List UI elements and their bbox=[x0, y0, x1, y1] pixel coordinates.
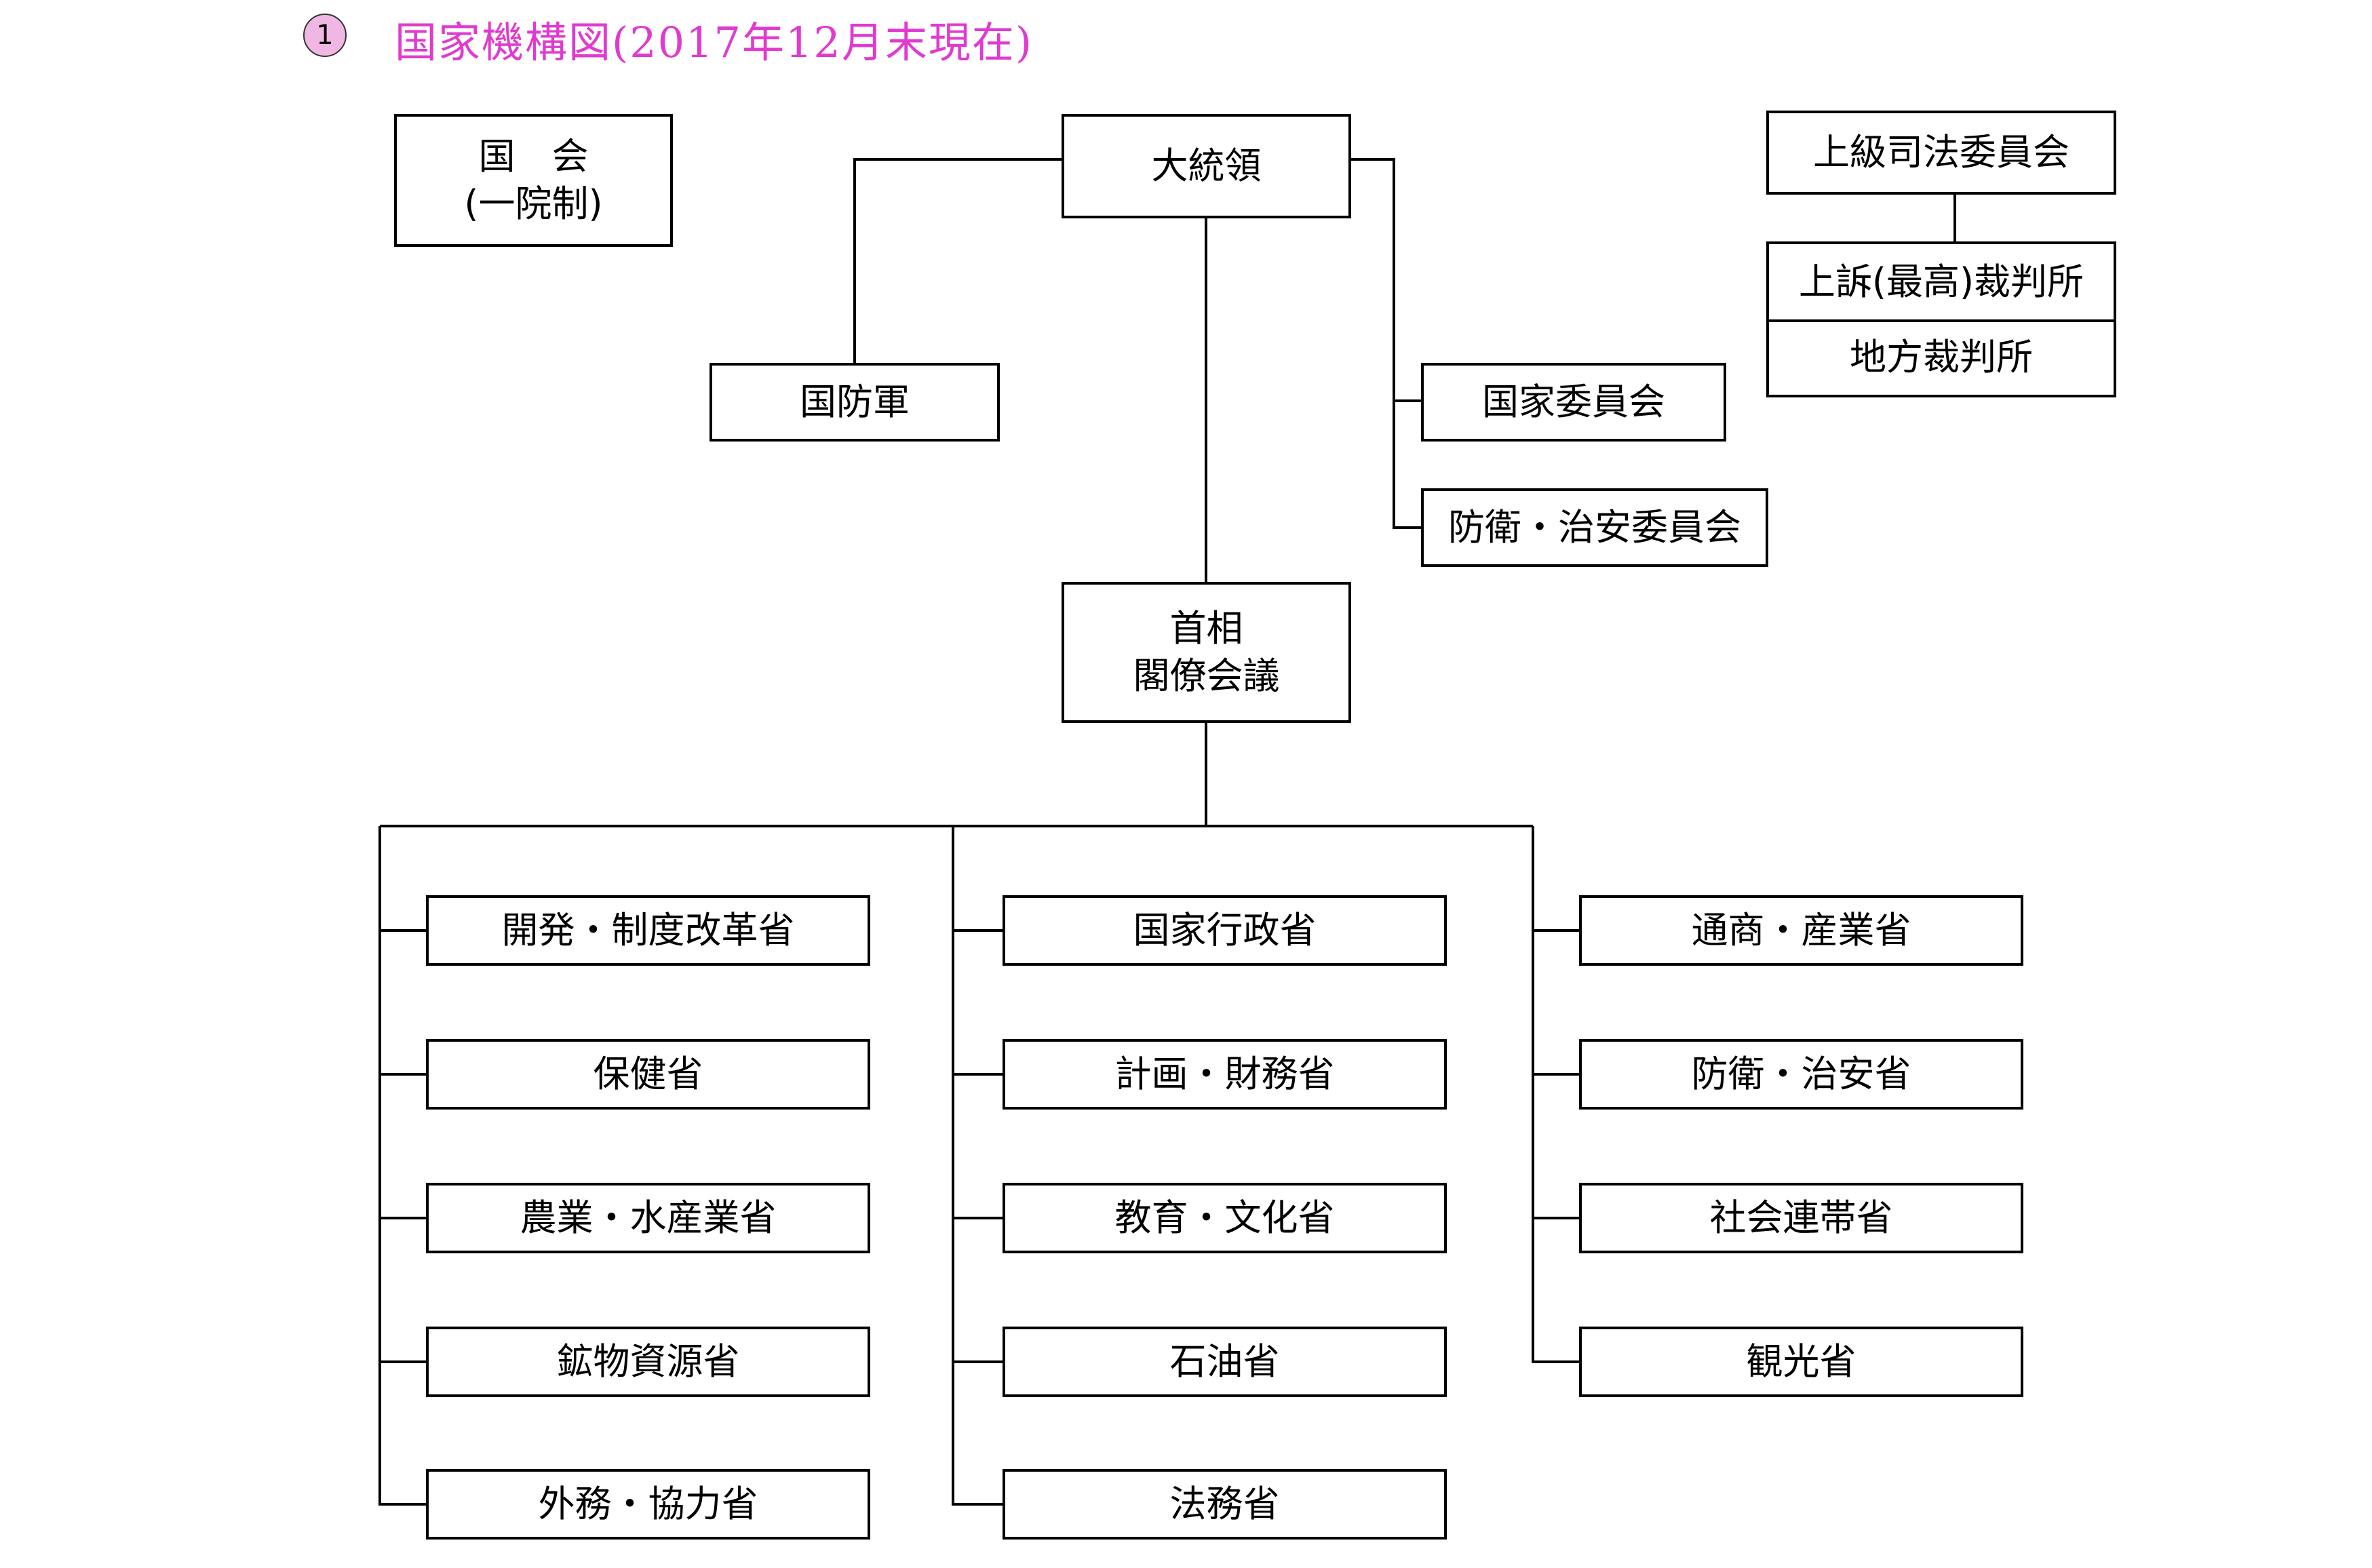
connector-left-column bbox=[378, 826, 426, 1506]
supreme-court-label: 上訴(最高)裁判所 bbox=[1798, 260, 2084, 303]
ministry-box: 鉱物資源省 bbox=[426, 1327, 870, 1397]
courts-box: 上訴(最高)裁判所 地方裁判所 bbox=[1766, 241, 2116, 397]
prime-minister-label: 首相 bbox=[1169, 607, 1243, 650]
army-box: 国防軍 bbox=[709, 363, 1000, 442]
ministry-box: 観光省 bbox=[1579, 1327, 2023, 1397]
page-title: 国家機構図(2017年12月末現在) bbox=[395, 18, 1034, 67]
cabinet-box: 首相 閣僚会議 bbox=[1062, 582, 1351, 723]
connector-president-army bbox=[853, 158, 1062, 363]
president-label: 大統領 bbox=[1151, 144, 1262, 187]
council-of-ministers-label: 閣僚会議 bbox=[1133, 654, 1280, 697]
ministry-box: 石油省 bbox=[1003, 1327, 1447, 1397]
ministry-label: 外務・協力省 bbox=[538, 1483, 758, 1525]
ministry-box: 通商・産業省 bbox=[1579, 895, 2023, 966]
ministry-label: 防衛・治安省 bbox=[1691, 1053, 1911, 1095]
ministry-label: 観光省 bbox=[1746, 1340, 1856, 1383]
title-number-badge: 1 bbox=[303, 14, 347, 57]
connector-middle-column bbox=[952, 826, 1003, 1506]
judicial-council-box: 上級司法委員会 bbox=[1766, 111, 2116, 195]
ministry-label: 計画・財務省 bbox=[1114, 1053, 1335, 1095]
ministry-label: 開発・制度改革省 bbox=[501, 909, 795, 952]
ministry-box: 外務・協力省 bbox=[426, 1469, 870, 1540]
ministry-label: 鉱物資源省 bbox=[556, 1340, 740, 1383]
ministry-label: 保健省 bbox=[593, 1053, 703, 1095]
supreme-court-cell: 上訴(最高)裁判所 bbox=[1769, 244, 2114, 322]
parliament-box: 国 会 (一院制) bbox=[394, 114, 673, 247]
committee-national-box: 国家委員会 bbox=[1421, 363, 1726, 442]
local-court-cell: 地方裁判所 bbox=[1769, 319, 2114, 395]
ministry-label: 社会連帯省 bbox=[1709, 1196, 1893, 1239]
ministry-box: 社会連帯省 bbox=[1579, 1183, 2023, 1253]
ministry-box: 開発・制度改革省 bbox=[426, 895, 870, 966]
ministry-label: 国家行政省 bbox=[1133, 909, 1317, 952]
ministry-box: 保健省 bbox=[426, 1039, 870, 1110]
committee-defense-label: 防衛・治安委員会 bbox=[1448, 506, 1741, 549]
president-box: 大統領 bbox=[1062, 114, 1351, 218]
ministry-box: 農業・水産業省 bbox=[426, 1183, 870, 1253]
ministry-box: 教育・文化省 bbox=[1003, 1183, 1447, 1253]
connector-right-column bbox=[1532, 826, 1579, 1363]
ministry-label: 教育・文化省 bbox=[1114, 1196, 1335, 1239]
ministry-label: 通商・産業省 bbox=[1691, 909, 1911, 952]
judicial-council-label: 上級司法委員会 bbox=[1813, 131, 2069, 174]
army-label: 国防軍 bbox=[800, 380, 910, 423]
committee-national-label: 国家委員会 bbox=[1482, 380, 1665, 423]
local-court-label: 地方裁判所 bbox=[1850, 335, 2033, 378]
ministry-box: 法務省 bbox=[1003, 1469, 1447, 1540]
ministry-label: 法務省 bbox=[1169, 1483, 1280, 1525]
ministry-box: 計画・財務省 bbox=[1003, 1039, 1447, 1110]
ministry-label: 農業・水産業省 bbox=[520, 1196, 777, 1239]
ministry-label: 石油省 bbox=[1169, 1340, 1280, 1383]
committee-defense-box: 防衛・治安委員会 bbox=[1421, 488, 1768, 567]
connector-president-committees bbox=[1351, 158, 1421, 529]
ministry-box: 国家行政省 bbox=[1003, 895, 1447, 966]
parliament-type-label: (一院制) bbox=[464, 182, 603, 225]
ministry-box: 防衛・治安省 bbox=[1579, 1039, 2023, 1110]
parliament-label: 国 会 bbox=[478, 135, 589, 178]
